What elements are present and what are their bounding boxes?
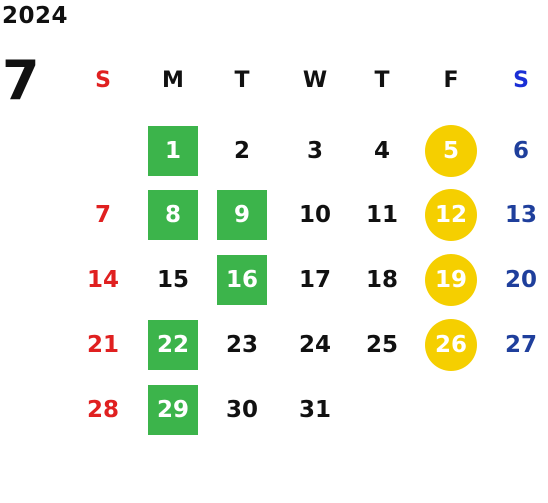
calendar-day-8[interactable]: 8 bbox=[148, 190, 198, 240]
year-label: 2024 bbox=[2, 3, 69, 29]
calendar-day-11[interactable]: 11 bbox=[365, 202, 398, 228]
calendar-day-28[interactable]: 28 bbox=[86, 397, 119, 423]
calendar-day-27[interactable]: 27 bbox=[504, 332, 537, 358]
calendar-day-29[interactable]: 29 bbox=[148, 385, 198, 435]
calendar-day-23[interactable]: 23 bbox=[225, 332, 258, 358]
calendar-day-14[interactable]: 14 bbox=[86, 267, 119, 293]
calendar-day-21[interactable]: 21 bbox=[86, 332, 119, 358]
calendar-day-26[interactable]: 26 bbox=[425, 319, 477, 371]
calendar-day-6[interactable]: 6 bbox=[512, 138, 529, 164]
calendar-day-15[interactable]: 15 bbox=[156, 267, 189, 293]
calendar-day-31[interactable]: 31 bbox=[298, 397, 331, 423]
calendar-day-3[interactable]: 3 bbox=[306, 138, 323, 164]
calendar-day-4[interactable]: 4 bbox=[373, 138, 390, 164]
weekday-header-saturday: S bbox=[513, 68, 529, 93]
calendar-day-5[interactable]: 5 bbox=[425, 125, 477, 177]
weekday-header-tuesday: T bbox=[234, 68, 250, 93]
calendar-day-30[interactable]: 30 bbox=[225, 397, 258, 423]
calendar-day-10[interactable]: 10 bbox=[298, 202, 331, 228]
calendar-day-19[interactable]: 19 bbox=[425, 254, 477, 306]
calendar-day-24[interactable]: 24 bbox=[298, 332, 331, 358]
calendar-day-18[interactable]: 18 bbox=[365, 267, 398, 293]
weekday-header-friday: F bbox=[443, 68, 459, 93]
calendar-day-16[interactable]: 16 bbox=[217, 255, 267, 305]
month-number: 7 bbox=[2, 49, 40, 112]
calendar-day-1[interactable]: 1 bbox=[148, 126, 198, 176]
calendar-day-7[interactable]: 7 bbox=[94, 202, 111, 228]
calendar-day-12[interactable]: 12 bbox=[425, 189, 477, 241]
calendar-day-9[interactable]: 9 bbox=[217, 190, 267, 240]
weekday-header-sunday: S bbox=[95, 68, 111, 93]
weekday-header-thursday: T bbox=[374, 68, 390, 93]
weekday-header-monday: M bbox=[162, 68, 184, 93]
calendar-day-13[interactable]: 13 bbox=[504, 202, 537, 228]
calendar-day-2[interactable]: 2 bbox=[233, 138, 250, 164]
calendar-day-22[interactable]: 22 bbox=[148, 320, 198, 370]
calendar-day-17[interactable]: 17 bbox=[298, 267, 331, 293]
calendar-day-20[interactable]: 20 bbox=[504, 267, 537, 293]
weekday-header-wednesday: W bbox=[302, 68, 328, 93]
calendar-day-25[interactable]: 25 bbox=[365, 332, 398, 358]
